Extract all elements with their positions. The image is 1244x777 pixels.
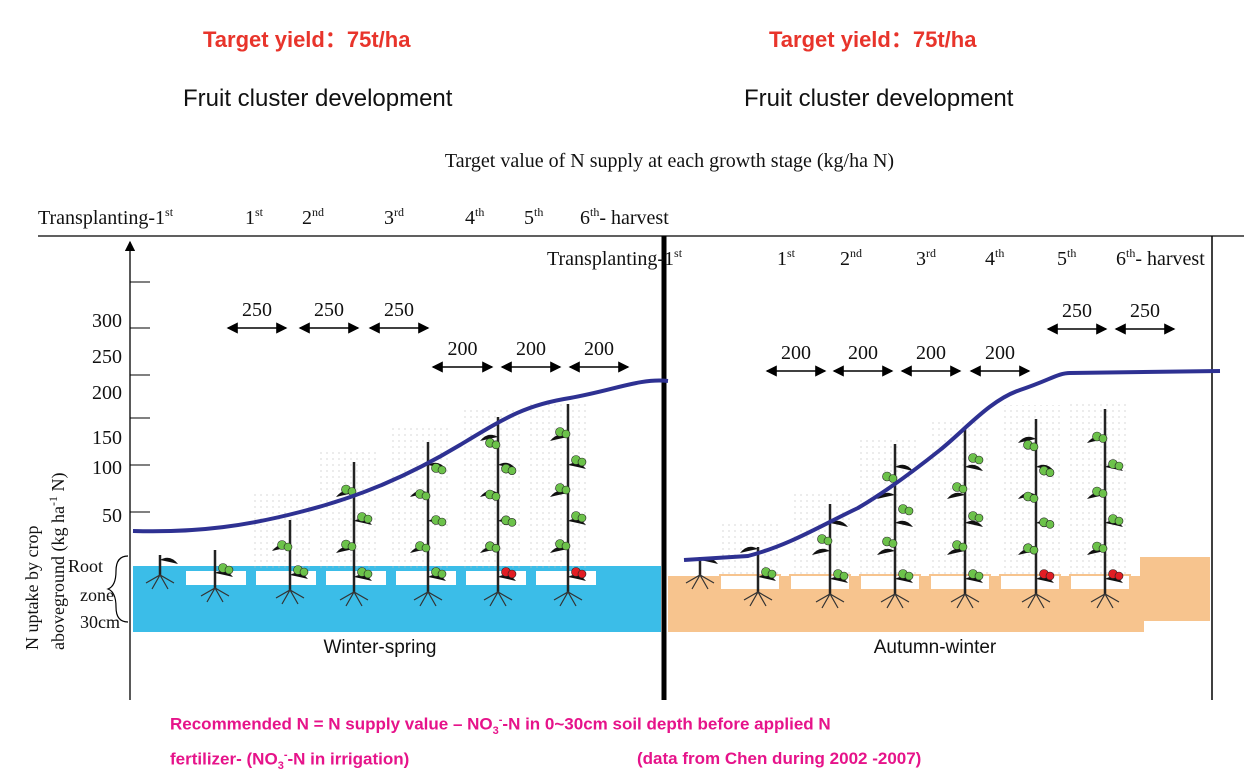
uptake-curve-left xyxy=(132,378,669,534)
tomato-plant xyxy=(740,546,777,607)
stage-label: 4th xyxy=(985,246,1004,270)
stage-label: 1st xyxy=(245,205,264,229)
stage-labels-left: Transplanting-1st 1st 2nd 3rd 4th 5th 6th- har… xyxy=(38,205,669,229)
tomato-plant xyxy=(1018,419,1055,609)
soil-zone-right-end xyxy=(1140,557,1210,621)
root-zone-brace xyxy=(106,555,129,623)
planting-trays-left xyxy=(184,569,598,587)
tomato-plant xyxy=(272,520,309,605)
y-tick-label: 50 xyxy=(102,505,122,527)
stage-label: 5th xyxy=(524,205,543,229)
stage-label: 5th xyxy=(1057,246,1076,270)
stage-label: 3rd xyxy=(384,205,404,229)
supply-value: 200 xyxy=(516,338,546,360)
stage-label: 2nd xyxy=(840,246,862,270)
y-axis-ticks xyxy=(130,281,150,513)
season-label-right: Autumn-winter xyxy=(874,637,997,658)
y-tick-label: 250 xyxy=(92,346,122,368)
root-zone-label-3: 30cm xyxy=(80,612,120,632)
supply-value: 250 xyxy=(1130,300,1160,322)
svg-text:N uptake by crop: N uptake by crop xyxy=(22,526,42,650)
tomato-plant xyxy=(877,444,914,609)
stage-label: 6th- harvest xyxy=(1116,246,1205,270)
supply-value: 250 xyxy=(242,299,272,321)
y-tick-label: 100 xyxy=(92,457,122,479)
root-zone-label-2: zone xyxy=(80,585,114,605)
target-yield-left: Target yield：75t/ha xyxy=(203,27,411,52)
supply-value: 200 xyxy=(916,342,946,364)
stage-label: 1st xyxy=(777,246,796,270)
y-tick-label: 300 xyxy=(92,310,122,332)
root-zone-label-1: Root xyxy=(68,556,103,576)
uptake-curve-right xyxy=(683,369,1221,562)
tomato-plant xyxy=(336,462,373,607)
y-tick-label: 200 xyxy=(92,382,122,404)
supply-value: 200 xyxy=(584,338,614,360)
stage-label: Transplanting-1st xyxy=(547,246,683,270)
stage-label: Transplanting-1st xyxy=(38,205,174,229)
tomato-plants xyxy=(145,404,1124,609)
y-tick-label: 150 xyxy=(92,427,122,449)
tomato-plant xyxy=(145,555,178,590)
data-source-note: (data from Chen during 2002 -2007) xyxy=(637,749,922,768)
recommendation-line-2: fertilizer- (NO3--N in irrigation) xyxy=(170,749,410,773)
tomato-plant xyxy=(550,404,587,607)
y-axis-title: N uptake by crop aboveground (kg ha-1 N) xyxy=(22,473,69,650)
supply-arrows: 250 250 250 200 200 200 200 200 200 200 250 250 xyxy=(226,299,1176,377)
supply-value: 200 xyxy=(985,342,1015,364)
stage-label: 6th- harvest xyxy=(580,205,669,229)
stage-labels-right: Transplanting-1st 1st 2nd 3rd 4th 5th 6th- har… xyxy=(547,246,1205,270)
svg-text:aboveground (kg ha-1 N): aboveground (kg ha-1 N) xyxy=(46,473,69,650)
season-label-left: Winter-spring xyxy=(324,637,437,658)
stage-label: 4th xyxy=(465,205,484,229)
target-yield-right: Target yield：75t/ha xyxy=(769,27,977,52)
recommendation-line-1: Recommended N = N supply value – NO3--N … xyxy=(170,714,831,738)
tomato-plant xyxy=(1087,409,1124,609)
tomato-plant xyxy=(410,442,447,607)
stage-label: 3rd xyxy=(916,246,936,270)
supply-value: 250 xyxy=(1062,300,1092,322)
stage-label: 2nd xyxy=(302,205,324,229)
n-supply-subtitle: Target value of N supply at each growth … xyxy=(444,150,895,172)
tomato-plant xyxy=(200,550,234,603)
tomato-plant xyxy=(480,417,517,607)
supply-value: 250 xyxy=(314,299,344,321)
cluster-title-left: Fruit cluster development xyxy=(183,85,453,112)
supply-value: 250 xyxy=(384,299,414,321)
tomato-plant xyxy=(812,504,849,609)
supply-value: 200 xyxy=(848,342,878,364)
supply-value: 200 xyxy=(781,342,811,364)
supply-value: 200 xyxy=(448,338,478,360)
tomato-plant xyxy=(947,429,984,609)
cluster-title-right: Fruit cluster development xyxy=(744,85,1014,112)
